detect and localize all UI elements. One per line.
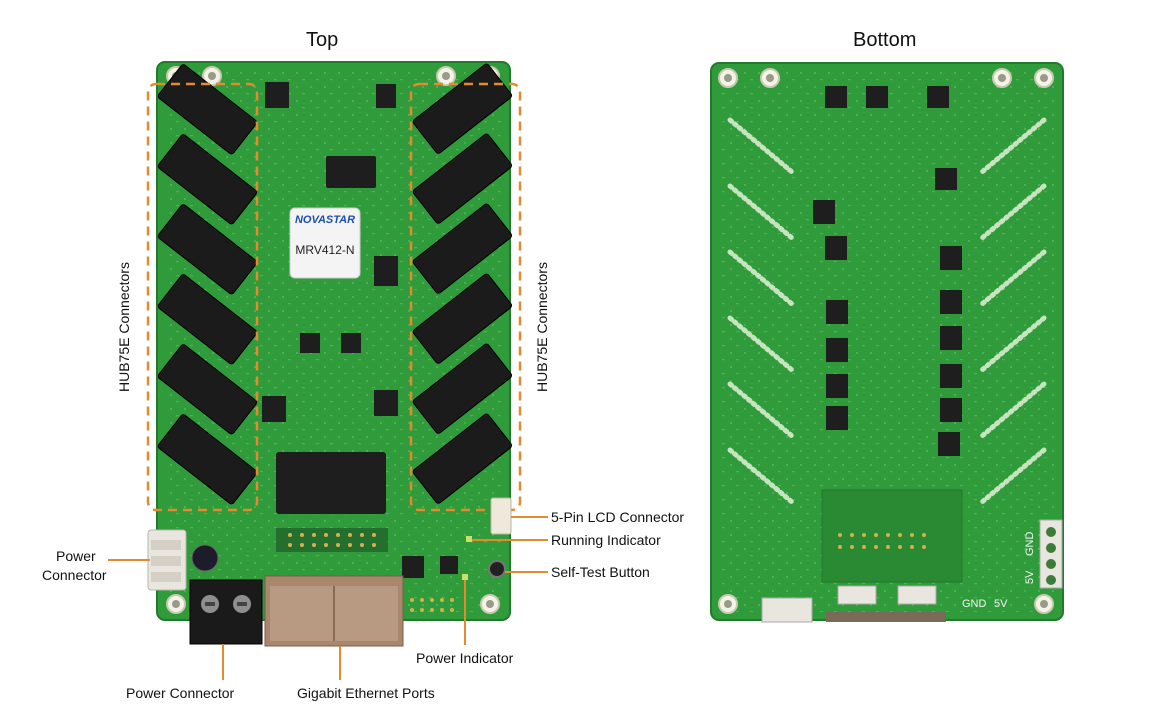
running-indicator-label: Running Indicator bbox=[551, 532, 661, 548]
hub75e-left-label: HUB75E Connectors bbox=[116, 262, 132, 392]
hub75e-right-highlight bbox=[409, 82, 522, 512]
bottom-solder-rows-left bbox=[727, 117, 795, 505]
terminal-block bbox=[189, 579, 263, 645]
top-view-title: Top bbox=[306, 29, 339, 51]
running-led bbox=[466, 536, 472, 542]
novastar-logo: NOVASTAR bbox=[294, 214, 356, 226]
lcd-connector-label: 5-Pin LCD Connector bbox=[551, 509, 685, 525]
hub75e-right-label: HUB75E Connectors bbox=[534, 262, 550, 392]
power-connector-side-label-line2: Connector bbox=[42, 567, 107, 583]
top-board bbox=[146, 61, 522, 647]
bottom-gnd-label-1: GND bbox=[962, 598, 987, 610]
pin-header bbox=[276, 528, 388, 552]
hub75e-right-connectors bbox=[412, 63, 513, 504]
capacitor bbox=[191, 544, 219, 572]
model-name: MRV412-N bbox=[295, 243, 355, 257]
bottom-gnd-label-2: GND bbox=[1024, 531, 1036, 556]
ethernet-ports bbox=[264, 575, 404, 647]
hub75e-left-connectors bbox=[157, 64, 258, 505]
power-connector-bottom-label: Power Connector bbox=[126, 685, 235, 701]
gigabit-ports-label: Gigabit Ethernet Ports bbox=[297, 685, 435, 701]
self-test-button bbox=[488, 560, 506, 578]
bottom-5v-label-1: 5V bbox=[994, 598, 1008, 610]
bottom-5v-label-2: 5V bbox=[1024, 570, 1036, 584]
power-indicator-label: Power Indicator bbox=[416, 650, 514, 666]
bottom-view-title: Bottom bbox=[853, 29, 917, 51]
power-led bbox=[462, 574, 468, 580]
bottom-solder-rows-right bbox=[979, 117, 1047, 505]
top-chips bbox=[262, 82, 458, 578]
bottom-chips bbox=[813, 86, 962, 456]
hub75e-left-highlight bbox=[146, 82, 259, 512]
self-test-button-label: Self-Test Button bbox=[551, 564, 650, 580]
model-label bbox=[289, 207, 361, 279]
power-connector-side-label-line1: Power bbox=[56, 548, 96, 564]
bottom-board bbox=[710, 62, 1064, 623]
callout-lines bbox=[108, 516, 548, 680]
lcd-connector bbox=[490, 497, 512, 535]
